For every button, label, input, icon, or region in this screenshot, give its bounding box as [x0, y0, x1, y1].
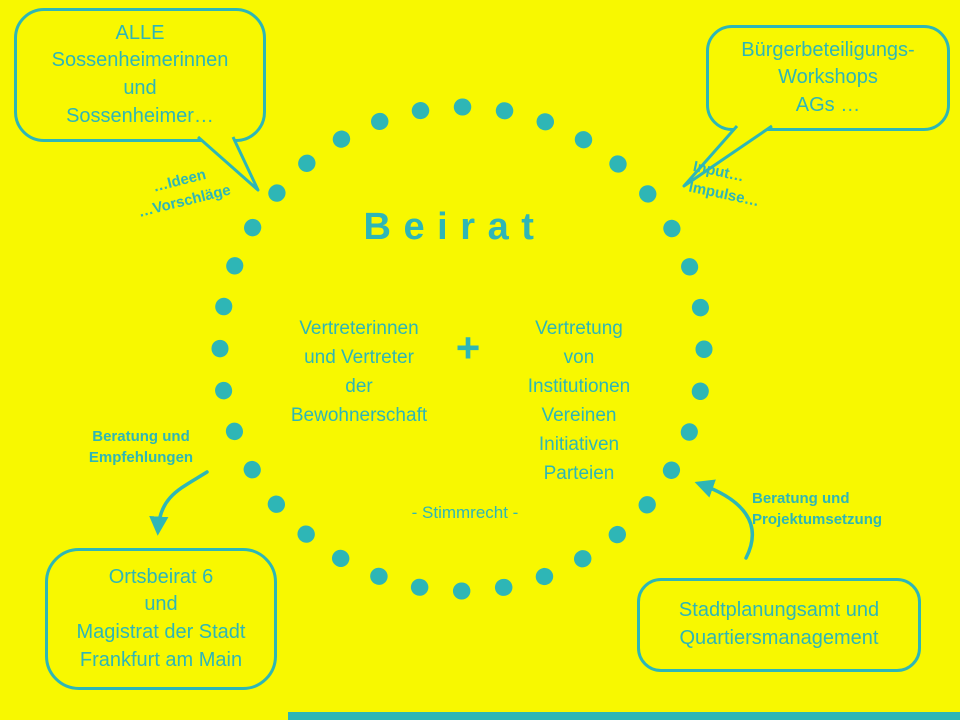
- page-title: Beirat: [363, 206, 547, 248]
- bubble-line: ALLE: [115, 21, 165, 44]
- column-line: der: [345, 376, 373, 397]
- box-line: Stadtplanungsamt und: [678, 599, 880, 622]
- column-line: Vertretung: [535, 318, 623, 339]
- label-line: Empfehlungen: [88, 449, 194, 467]
- bubble-line: Bürgerbeteiligungs-: [741, 38, 915, 61]
- label-input-impulse: Input… Impulse…: [687, 156, 794, 218]
- arrow-beratung-empfehlungen: [149, 470, 209, 536]
- box-ortsbeirat-magistrat: Ortsbeirat 6 und Magistrat der Stadt Fra…: [45, 548, 277, 690]
- box-line: Magistrat der Stadt: [76, 621, 246, 643]
- arrow-beratung-projektumsetzung: [694, 479, 754, 560]
- label-beratung-empfehlungen: Beratung und Empfehlungen: [80, 426, 202, 469]
- column-line: Initiativen: [538, 434, 620, 455]
- stimmrecht-note: - Stimmrecht -: [411, 503, 519, 522]
- label-beratung-projektumsetzung: Beratung und Projektumsetzung: [752, 488, 907, 531]
- label-line: Beratung und: [752, 490, 850, 507]
- box-stadtplanungsamt-quartiersmanagement: Stadtplanungsamt und Quartiersmanagement: [637, 578, 921, 672]
- column-line: Institutionen: [527, 376, 631, 397]
- column-line: Bewohnerschaft: [290, 405, 428, 426]
- bubble-line: und: [123, 77, 157, 99]
- box-line: Quartiersmanagement: [679, 627, 879, 649]
- speech-bubble-buergerbeteiligung: Bürgerbeteiligungs- Workshops AGs …: [706, 25, 950, 131]
- bubble-line: AGs …: [795, 93, 861, 116]
- column-line: von: [563, 347, 595, 368]
- column-line: Parteien: [543, 463, 615, 484]
- circle-right-column: Vertretung von Institutionen Vereinen In…: [494, 314, 664, 488]
- label-line: Projektumsetzung: [752, 511, 883, 529]
- plus-sign: +: [455, 324, 481, 371]
- label-line: Beratung und: [92, 428, 190, 445]
- label-ideen-vorschlaege: …Ideen …Vorschläge: [115, 155, 250, 227]
- box-line: Frankfurt am Main: [79, 648, 243, 671]
- box-line: und: [144, 593, 178, 616]
- bubble-line: Sossenheimerinnen: [51, 49, 229, 72]
- circle-left-column: Vertreterinnen und Vertreter der Bewohne…: [268, 314, 450, 430]
- bubble-line: Sossenheimer…: [66, 104, 214, 127]
- box-line: Ortsbeirat 6: [108, 565, 214, 588]
- column-line: Vertreterinnen: [299, 318, 419, 339]
- column-line: Vereinen: [541, 405, 617, 426]
- column-line: und Vertreter: [304, 347, 414, 368]
- bottom-rule: [288, 712, 960, 720]
- speech-bubble-alle-sossenheimer: ALLE Sossenheimerinnen und Sossenheimer…: [14, 8, 266, 142]
- bubble-line: Workshops: [778, 66, 878, 89]
